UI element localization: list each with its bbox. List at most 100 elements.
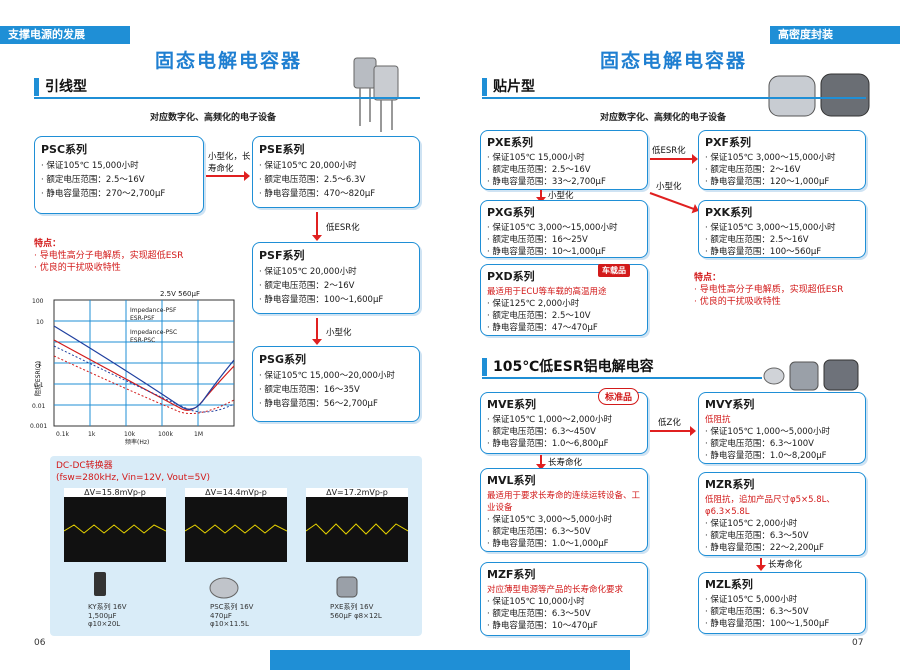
xtick: 1M xyxy=(194,431,203,438)
feature-item: · 导电性高分子电解质，实现超低ESR xyxy=(694,285,844,295)
ytick: 0.001 xyxy=(30,423,47,430)
feature-item: · 导电性高分子电解质，实现超低ESR xyxy=(34,251,184,261)
scope-label: ΔV=17.2mVp-p xyxy=(306,488,408,497)
arrow-right xyxy=(650,154,698,164)
arrow-label-low-esr: 低ESR化 xyxy=(326,223,360,233)
xtick: 1k xyxy=(88,431,96,438)
right-page-title: 固态电解电容器 xyxy=(600,50,748,72)
xtick: 100k xyxy=(158,431,173,438)
pxk-item: 静电容量范围：100～560μF xyxy=(705,246,859,258)
psf-title: PSF系列 xyxy=(259,249,305,262)
mzr-series-card: MZR系列 低阻抗，追加产品尺寸φ5×5.8L、φ6.3×5.8L 保证105℃… xyxy=(698,472,866,556)
aluminum-heading: 105℃低ESR铝电解电容 xyxy=(482,358,654,376)
part-label: PXE系列 16V 560μF φ8×12L xyxy=(330,603,382,620)
pxk-title: PXK系列 xyxy=(705,206,753,219)
pxe-title: PXE系列 xyxy=(487,136,534,149)
part-label: PSC系列 16V 470μF φ10×11.5L xyxy=(210,603,254,628)
pxe-item: 保证105℃ 15,000小时 xyxy=(487,152,641,164)
psf-item: 静电容量范围：100～1,600μF xyxy=(259,293,413,307)
mzf-series-card: MZF系列 对应薄型电源等产品的长寿命化要求 保证105℃ 10,000小时额定… xyxy=(480,562,648,636)
psc-capacitor-image xyxy=(209,577,239,599)
mzl-series-card: MZL系列 保证105℃ 5,000小时额定电压范围：6.3～50V静电容量范围… xyxy=(698,572,866,634)
pxe-series-card: PXE系列 保证105℃ 15,000小时额定电压范围：2.5～16V静电容量范… xyxy=(480,130,648,190)
arrow-label-small-long: 小型化，长寿命化 xyxy=(208,152,251,174)
arrow-label-small: 小型化 xyxy=(548,191,574,201)
arrow-label-small: 小型化 xyxy=(656,182,682,192)
ky-capacitor-image xyxy=(94,572,106,596)
psg-series-card: PSG系列 保证105℃ 15,000～20,000小时额定电压范围：16～35… xyxy=(252,346,420,422)
arrow-down xyxy=(312,318,322,345)
mvy-item: 保证105℃ 1,000～5,000小时 xyxy=(705,426,859,438)
pxg-item: 额定电压范围：16～25V xyxy=(487,234,641,246)
right-divider xyxy=(482,97,866,99)
x-axis-label: 频率(Hz) xyxy=(125,438,149,446)
pxg-series-card: PXG系列 保证105℃ 3,000～15,000小时额定电压范围：16～25V… xyxy=(480,200,648,258)
legend-item: Impedance-PSC xyxy=(130,329,177,336)
psf-item: 额定电压范围：2～16V xyxy=(259,279,413,293)
mzr-item: 静电容量范围：22～2,200μF xyxy=(705,542,859,554)
left-page-title: 固态电解电容器 xyxy=(155,50,303,72)
arrow-label-long-life: 长寿命化 xyxy=(768,560,803,570)
arrow-label-long-life: 长寿命化 xyxy=(548,458,583,468)
pse-title: PSE系列 xyxy=(259,143,305,156)
mvl-item: 静电容量范围：1.0～1,000μF xyxy=(487,538,641,550)
arrow-down xyxy=(536,455,546,470)
arrow-label-small: 小型化 xyxy=(326,328,352,338)
scope-label: ΔV=15.8mVp-p xyxy=(64,488,166,497)
mvl-title: MVL系列 xyxy=(487,474,536,487)
psf-series-card: PSF系列 保证105℃ 20,000小时额定电压范围：2～16V静电容量范围：… xyxy=(252,242,420,314)
left-section-header: 支撑电源的发展 xyxy=(0,26,130,44)
pxf-item: 额定电压范围：2～16V xyxy=(705,164,859,176)
psg-item: 静电容量范围：56～2,700μF xyxy=(259,397,413,411)
bottom-bar xyxy=(270,650,630,670)
left-divider xyxy=(34,97,420,99)
mzl-item: 额定电压范围：6.3～50V xyxy=(705,606,859,618)
mve-item: 保证105℃ 1,000～2,000小时 xyxy=(487,414,641,426)
pxe-capacitor-image xyxy=(336,576,358,598)
pse-item: 保证105℃ 20,000小时 xyxy=(259,159,413,173)
pxf-item: 静电容量范围：120～1,000μF xyxy=(705,176,859,188)
pxd-title: PXD系列 xyxy=(487,270,535,283)
feature-item: · 优良的干扰吸收特性 xyxy=(34,263,121,273)
feature-item: · 优良的干扰吸收特性 xyxy=(694,297,781,307)
pxe-item: 额定电压范围：2.5～16V xyxy=(487,164,641,176)
pxg-item: 静电容量范围：10～1,000μF xyxy=(487,246,641,258)
page-number-right: 07 xyxy=(852,638,864,648)
ytick: 100 xyxy=(32,298,44,305)
scope-2: ΔV=14.4mVp-p xyxy=(184,488,288,562)
mzl-item: 静电容量范围：100～1,500μF xyxy=(705,618,859,630)
mvy-series-card: MVY系列 低阻抗 保证105℃ 1,000～5,000小时额定电压范围：6.3… xyxy=(698,392,866,464)
mzr-note: 低阻抗，追加产品尺寸φ5×5.8L、φ6.3×5.8L xyxy=(705,495,835,517)
right-features: 特点： · 导电性高分子电解质，实现超低ESR · 优良的干扰吸收特性 xyxy=(694,272,874,308)
mzr-title: MZR系列 xyxy=(705,478,755,491)
pxk-item: 保证105℃ 3,000～15,000小时 xyxy=(705,222,859,234)
pxf-series-card: PXF系列 保证105℃ 3,000～15,000小时额定电压范围：2～16V静… xyxy=(698,130,866,190)
mvl-series-card: MVL系列 最适用于要求长寿命的连续运转设备、工业设备 保证105℃ 3,000… xyxy=(480,468,648,552)
legend-item: ESR-PSF xyxy=(130,315,155,322)
pxd-item: 额定电压范围：2.5～10V xyxy=(487,310,641,322)
pxf-item: 保证105℃ 3,000～15,000小时 xyxy=(705,152,859,164)
arrow-down xyxy=(756,558,766,571)
y-axis-label: 阻抗·ESR(Ω) xyxy=(34,361,42,396)
page-number-left: 06 xyxy=(34,638,46,648)
mve-item: 静电容量范围：1.0～6,800μF xyxy=(487,438,641,450)
aluminum-divider xyxy=(482,377,762,379)
arrow-down xyxy=(312,212,322,241)
mzf-item: 静电容量范围：10～470μF xyxy=(487,620,641,632)
pse-item: 静电容量范围：470～820μF xyxy=(259,187,413,201)
xtick: 10k xyxy=(124,431,136,438)
pxk-series-card: PXK系列 保证105℃ 3,000～15,000小时额定电压范围：2.5～16… xyxy=(698,200,866,258)
mve-title: MVE系列 xyxy=(487,398,536,411)
feature-title: 特点： xyxy=(694,273,722,283)
right-tagline: 对应数字化、高频化的电子设备 xyxy=(600,113,727,123)
pxd-note: 最适用于ECU等车载的高温用途 xyxy=(487,287,607,297)
mzr-item: 保证105℃ 2,000小时 xyxy=(705,518,859,530)
radial-capacitors-image xyxy=(353,57,399,132)
pxf-title: PXF系列 xyxy=(705,136,752,149)
feature-title: 特点： xyxy=(34,239,62,249)
right-section-header: 高密度封装 xyxy=(770,26,900,44)
arrow-right xyxy=(206,171,250,181)
mzf-title: MZF系列 xyxy=(487,568,536,581)
part-label: KY系列 16V 1,500μF φ10×20L xyxy=(88,603,127,628)
mvl-note: 最适用于要求长寿命的连续运转设备、工业设备 xyxy=(487,491,641,513)
